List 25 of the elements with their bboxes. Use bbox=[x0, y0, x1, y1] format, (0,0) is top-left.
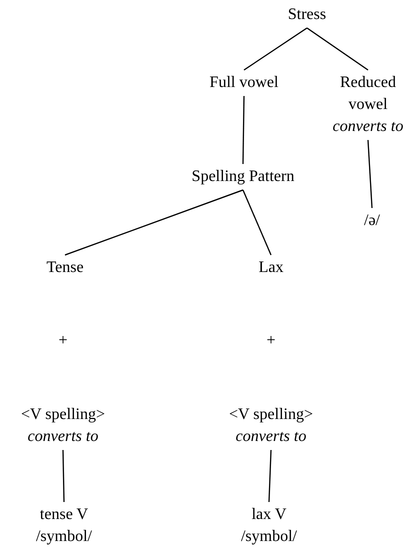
annotation-text: converts to bbox=[236, 427, 306, 447]
connector-line bbox=[367, 140, 373, 208]
node-label: Full vowel bbox=[210, 73, 278, 93]
connector-line bbox=[242, 96, 245, 164]
node-label: Spelling Pattern bbox=[192, 167, 294, 187]
node-label: /symbol/ bbox=[36, 527, 92, 547]
node-label: /ə/ bbox=[364, 211, 380, 231]
node-label: Tense bbox=[46, 258, 84, 278]
plus-sign: + bbox=[265, 331, 277, 351]
connector-line bbox=[64, 189, 244, 256]
node-label: /symbol/ bbox=[240, 527, 297, 547]
connector-line bbox=[268, 450, 272, 502]
connector-line bbox=[62, 450, 65, 502]
annotation-text: converts to bbox=[332, 117, 404, 137]
connector-line bbox=[244, 28, 308, 70]
node-label: <V spelling> bbox=[21, 405, 105, 425]
node-label: lax V bbox=[252, 505, 286, 525]
annotation-text: converts to bbox=[28, 427, 98, 447]
connector-line bbox=[306, 28, 368, 70]
node-label: <V spelling> bbox=[229, 405, 313, 425]
node-label: Lax bbox=[258, 258, 284, 278]
connector-line bbox=[242, 190, 272, 256]
node-label: Stress bbox=[288, 5, 326, 25]
plus-sign: + bbox=[57, 331, 69, 351]
node-label: tense V bbox=[40, 505, 88, 525]
